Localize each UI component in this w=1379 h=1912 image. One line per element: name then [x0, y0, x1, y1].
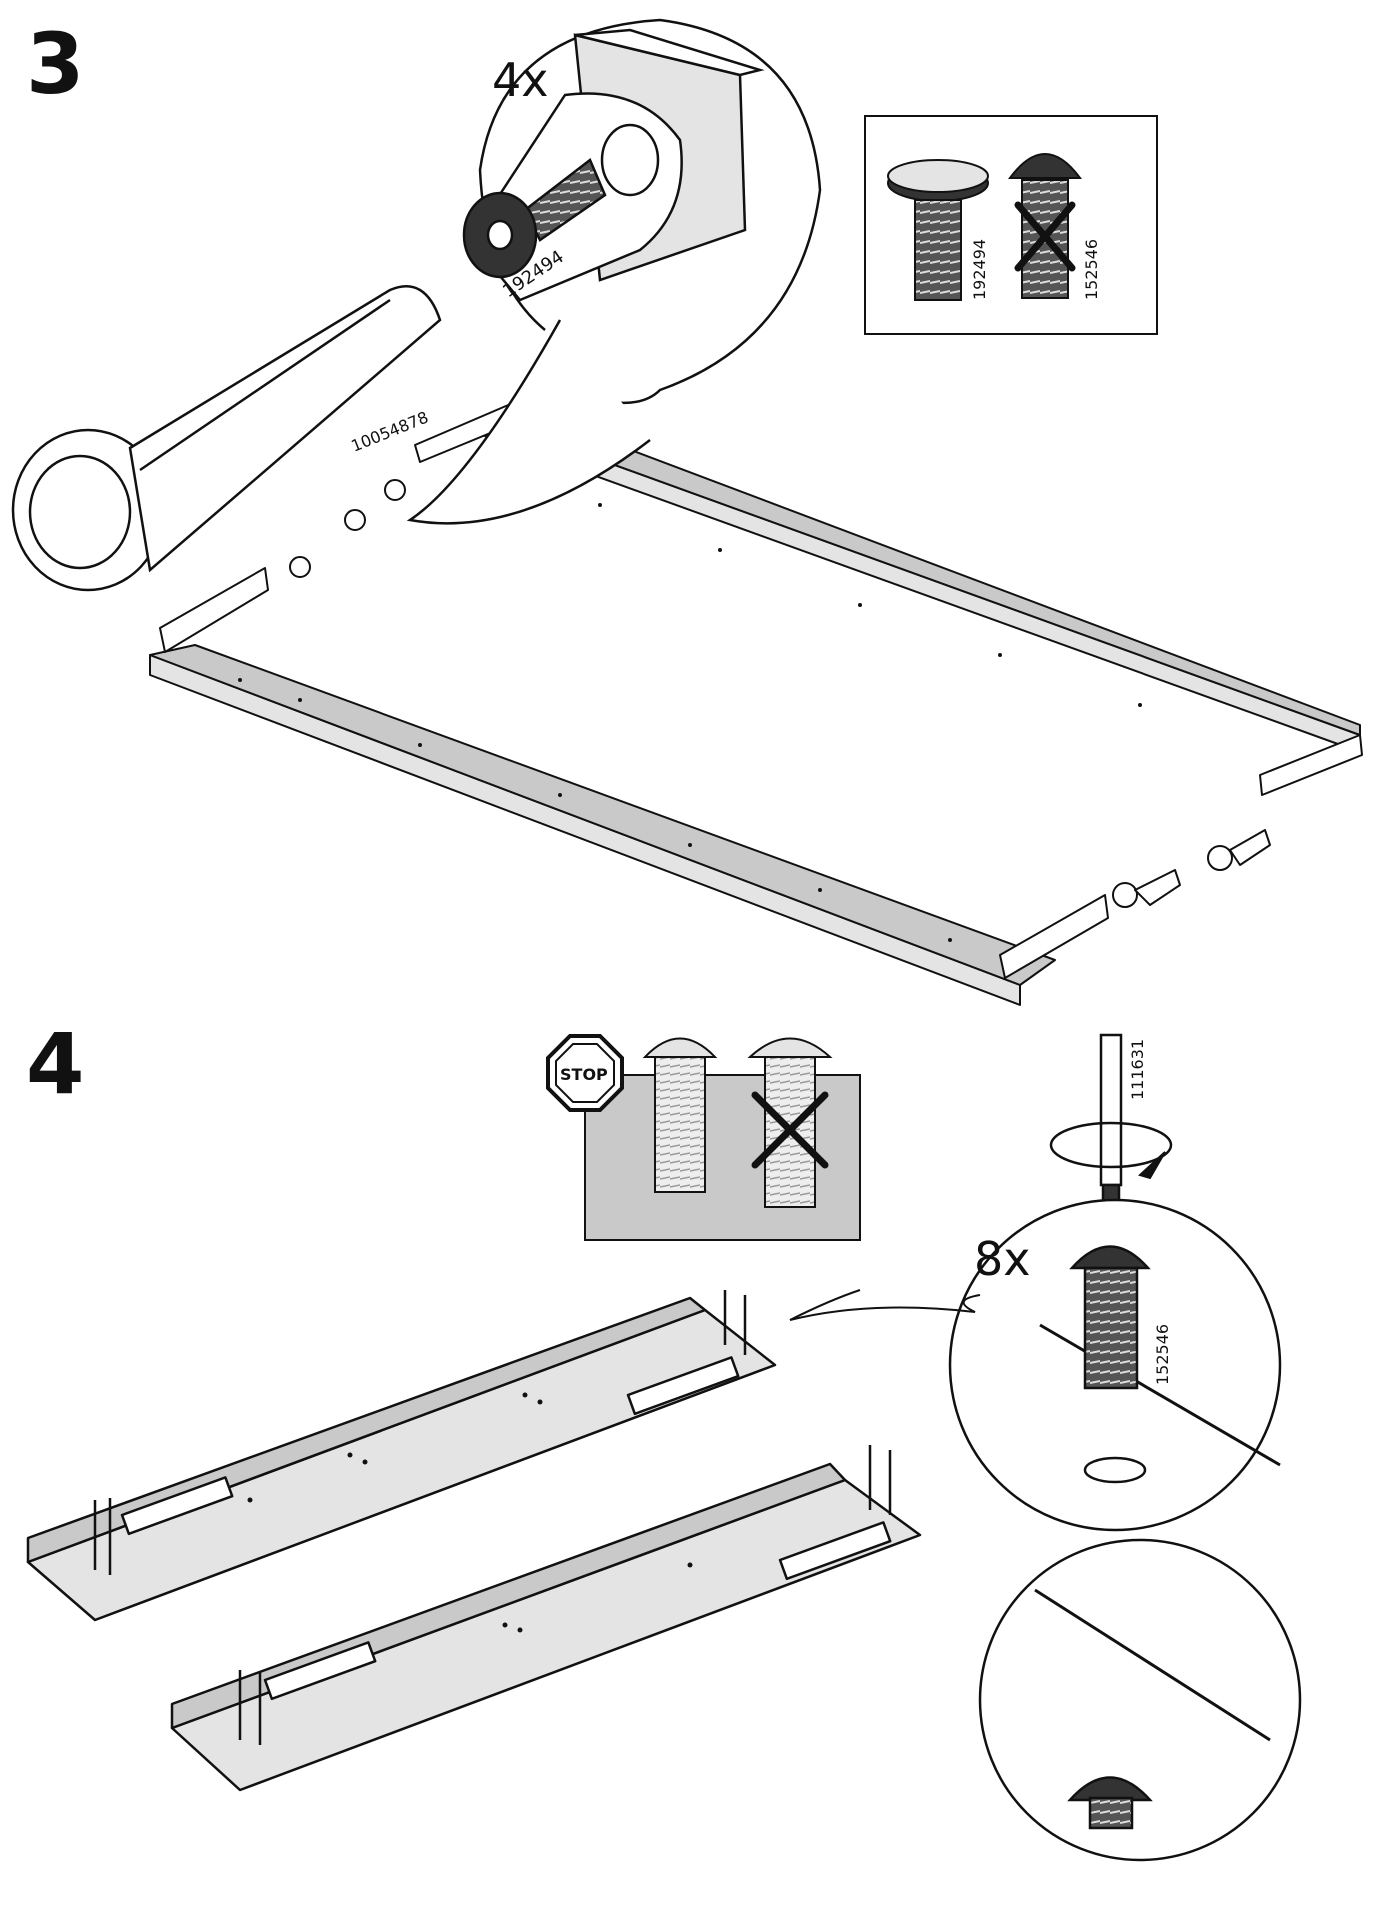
step4-zoom-circle — [789, 1198, 1282, 1532]
wrong-bolt-icon — [1008, 153, 1082, 299]
step-number-4: 4 — [26, 1015, 85, 1113]
tool-part-number: 111631 — [1128, 1039, 1147, 1100]
step3-frame — [149, 399, 1363, 1006]
step4-panel-upper — [26, 1290, 777, 1622]
rotation-arrow-icon — [1138, 1151, 1166, 1180]
allen-key-tool — [1049, 1033, 1173, 1217]
zoom-pointer — [789, 1289, 861, 1321]
correct-part-number: 192494 — [970, 239, 989, 300]
stop-label: STOP — [560, 1065, 608, 1084]
correct-bolt-icon — [887, 159, 989, 301]
bolt-comparison-box: 192494 152546 — [864, 115, 1158, 335]
wrong-x-icon — [1014, 201, 1076, 272]
step4-quantity: 8x — [974, 1232, 1031, 1286]
step3-zoom-circle — [406, 18, 822, 525]
step3-leg — [11, 285, 442, 592]
step4-panel-lower — [170, 1445, 922, 1792]
wrong-part-number: 152546 — [1082, 239, 1101, 300]
step3-quantity: 4x — [492, 53, 549, 107]
wrong-x-icon — [751, 1091, 829, 1169]
stop-sign-icon: STOP — [546, 1034, 624, 1112]
screw-part-number: 152546 — [1153, 1324, 1172, 1385]
step-number-3: 3 — [26, 15, 85, 113]
step4-result-circle — [978, 1538, 1302, 1862]
stop-warning-box: STOP — [546, 1034, 861, 1241]
